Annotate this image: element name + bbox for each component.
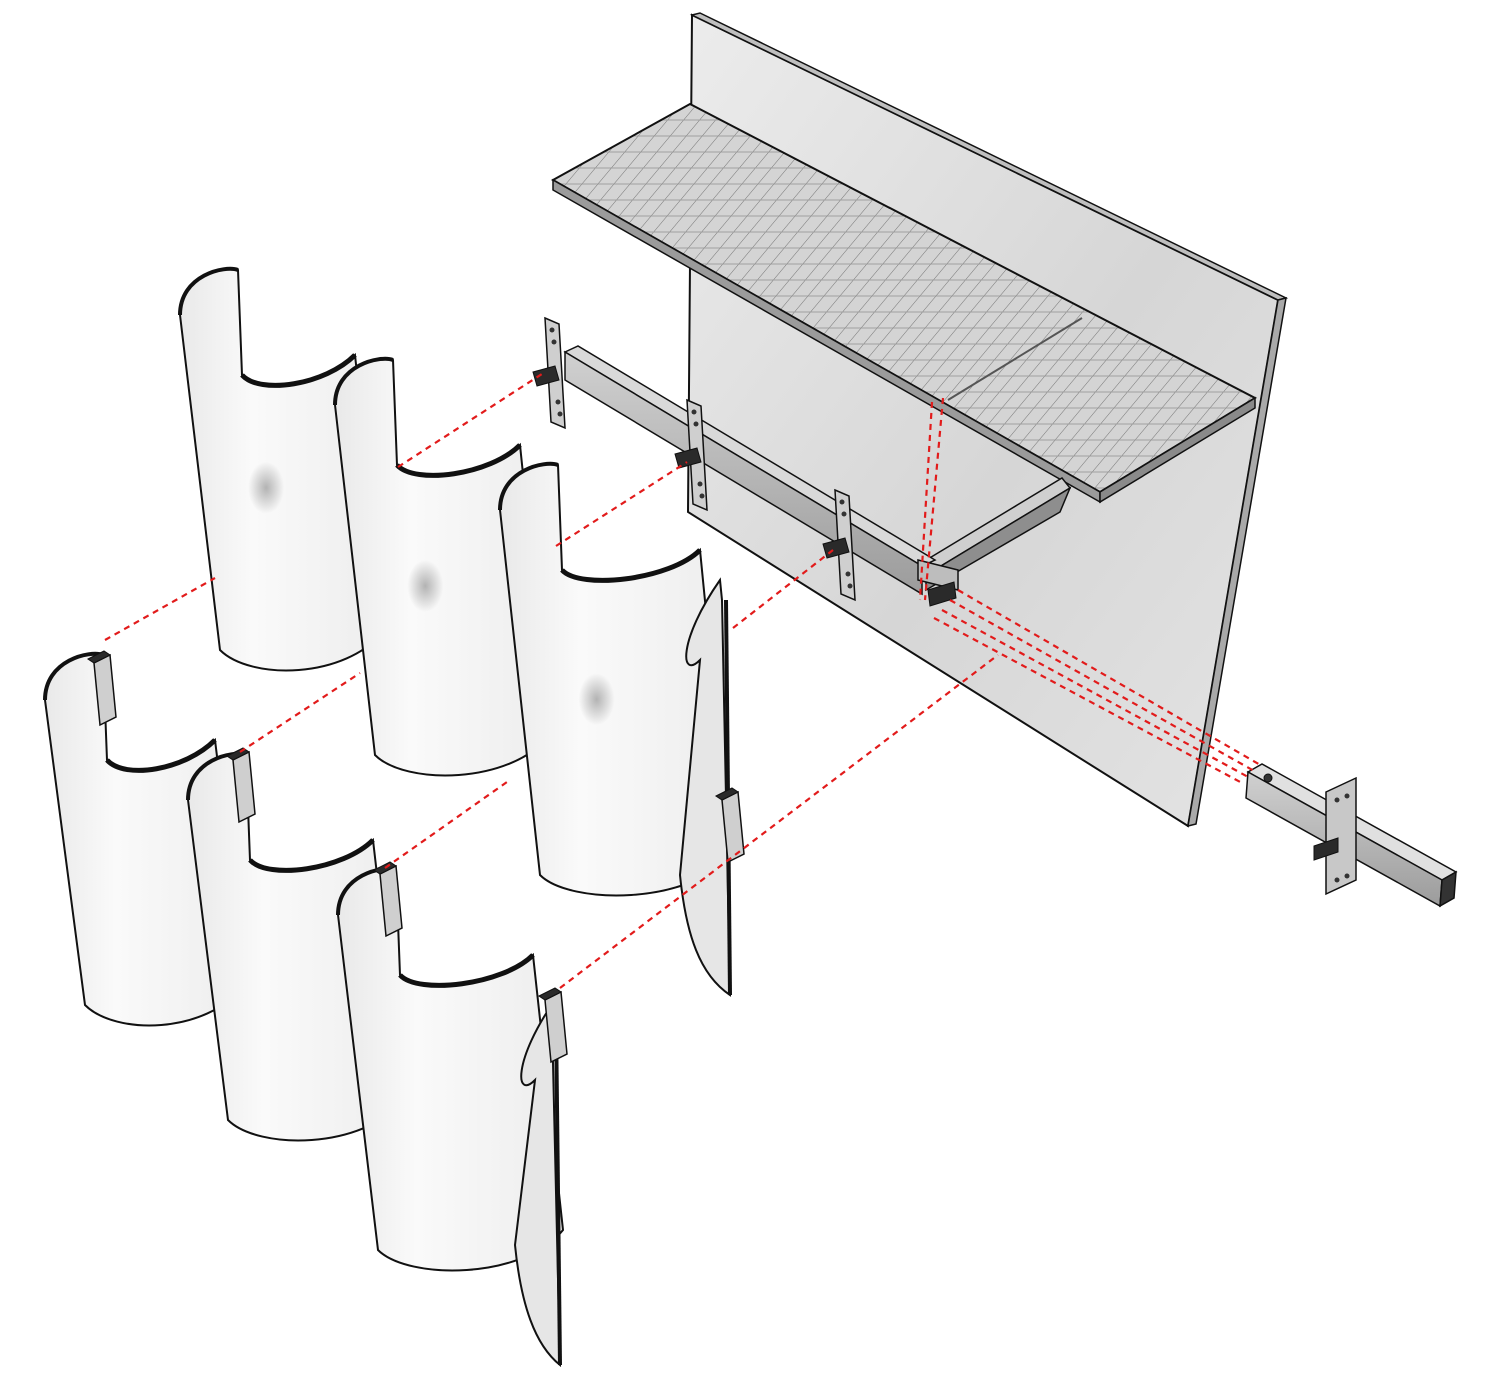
glass-panel	[178, 266, 387, 672]
leader-line	[239, 672, 361, 753]
leader-line	[923, 397, 945, 601]
leader-line	[555, 461, 688, 547]
assembly-leader-lines	[104, 371, 1263, 989]
glass-panel	[498, 461, 732, 897]
leader-line	[918, 401, 934, 601]
curved-glass-panels	[43, 266, 732, 1368]
glass-panel-edge	[678, 577, 732, 997]
leader-line	[957, 589, 1263, 767]
leader-line	[384, 781, 508, 869]
rail-bracket	[674, 398, 708, 512]
glass-panel	[43, 651, 247, 1027]
panel-clip	[87, 650, 117, 727]
panel-clip	[226, 747, 256, 824]
leader-line	[933, 617, 1245, 785]
leader-line	[559, 654, 999, 989]
rail-bracket	[532, 316, 566, 430]
rail-end-detail	[1245, 763, 1458, 908]
panel-clip	[715, 787, 745, 864]
glass-panel	[336, 866, 565, 1272]
leader-line	[949, 599, 1257, 773]
leader-line	[104, 577, 216, 641]
rail-brackets	[532, 316, 959, 607]
glass-panel	[333, 356, 552, 777]
rail-bracket	[822, 488, 856, 602]
glass-panel-edge	[513, 999, 562, 1368]
grating-shelf	[550, 102, 1258, 504]
leader-line	[397, 371, 546, 468]
leader-line	[941, 609, 1251, 779]
panel-clip	[538, 987, 568, 1064]
